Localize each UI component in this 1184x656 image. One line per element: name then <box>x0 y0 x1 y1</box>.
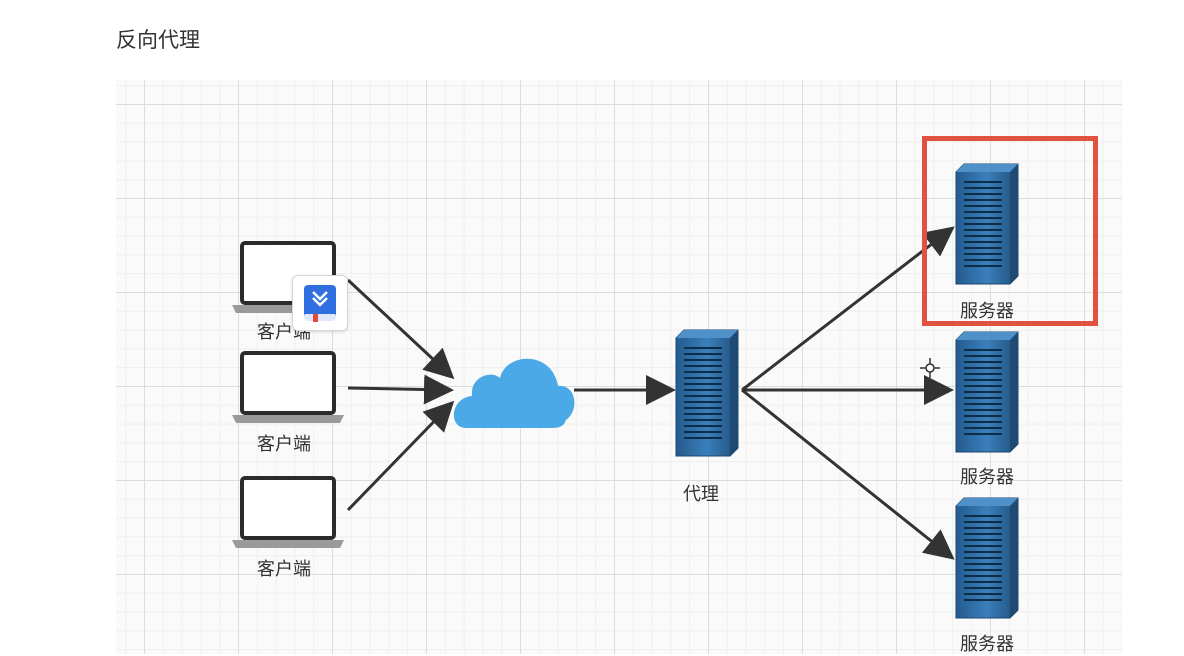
crosshair-cursor-icon <box>920 358 940 378</box>
arrow-client2-cloud <box>347 374 454 405</box>
server-label: 服务器 <box>960 301 1014 322</box>
client-label: 客户端 <box>257 559 311 580</box>
server-icon <box>955 163 1019 285</box>
download-app-icon[interactable] <box>292 275 348 331</box>
arrows-proxy-to-servers <box>741 226 955 560</box>
page-title: 反向代理 <box>116 28 200 52</box>
proxy-label: 代理 <box>683 484 719 505</box>
arrow-proxy-server3 <box>741 388 955 560</box>
laptop-icon <box>232 351 344 423</box>
server-label: 服务器 <box>960 467 1014 488</box>
laptop-icon <box>232 476 344 548</box>
arrow-proxy-server1 <box>741 226 955 392</box>
client-label: 客户端 <box>257 434 311 455</box>
arrows-client-to-cloud <box>346 278 455 512</box>
highlight-box <box>922 136 1098 326</box>
server-icon <box>955 497 1019 619</box>
server-icon <box>675 329 739 457</box>
arrow-client3-cloud <box>346 400 455 512</box>
book-download-icon <box>304 285 336 322</box>
server-icon <box>955 331 1019 453</box>
arrow-client1-cloud <box>346 278 455 380</box>
server-label: 服务器 <box>960 634 1014 655</box>
cloud-icon <box>453 358 575 428</box>
